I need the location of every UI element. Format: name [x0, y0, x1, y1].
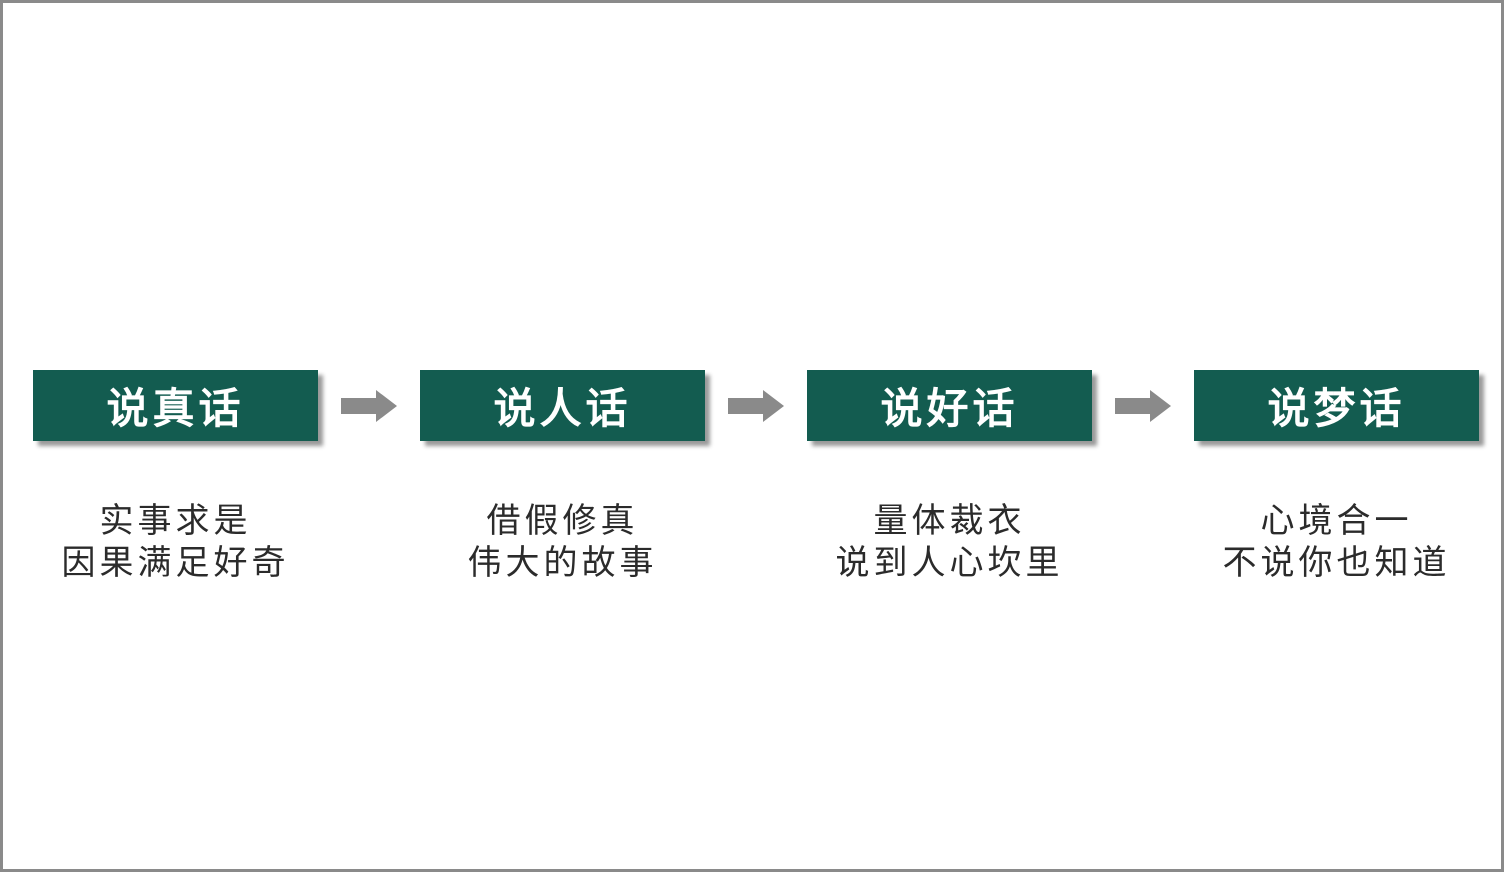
step-caption-1: 实事求是 因果满足好奇	[33, 500, 318, 584]
arrow-cell-3	[1092, 389, 1194, 422]
arrow-cell-1	[318, 389, 420, 422]
caption-spacer	[1092, 500, 1194, 584]
step-box-2-title: 说人话	[493, 384, 632, 433]
captions-row: 实事求是 因果满足好奇 借假修真 伟大的故事 量体裁衣 说到人心坎里 心境合一 …	[33, 500, 1479, 584]
step-caption-3-line1: 量体裁衣	[873, 501, 1026, 541]
step-caption-1-line2: 因果满足好奇	[61, 543, 290, 583]
step-box-3-title: 说好话	[880, 384, 1019, 433]
step-box-3: 说好话	[807, 370, 1092, 441]
step-caption-2-line2: 伟大的故事	[467, 543, 658, 583]
step-caption-4-line2: 不说你也知道	[1222, 543, 1451, 583]
arrow-right-icon	[728, 389, 784, 422]
step-caption-3: 量体裁衣 说到人心坎里	[807, 500, 1092, 584]
caption-spacer	[318, 500, 420, 584]
arrow-cell-2	[705, 389, 807, 422]
step-caption-2-line1: 借假修真	[486, 501, 639, 541]
step-box-1: 说真话	[33, 370, 318, 441]
arrow-right-icon	[341, 389, 397, 422]
step-box-4: 说梦话	[1194, 370, 1479, 441]
step-caption-4: 心境合一 不说你也知道	[1194, 500, 1479, 584]
step-caption-4-line1: 心境合一	[1260, 501, 1413, 541]
arrow-right-icon	[1115, 389, 1171, 422]
step-box-4-title: 说梦话	[1267, 384, 1406, 433]
step-caption-2: 借假修真 伟大的故事	[420, 500, 705, 584]
process-flow-row: 说真话 说人话 说好话 说梦话	[33, 370, 1479, 441]
caption-spacer	[705, 500, 807, 584]
step-caption-3-line2: 说到人心坎里	[835, 543, 1064, 583]
step-box-2: 说人话	[420, 370, 705, 441]
step-caption-1-line1: 实事求是	[99, 501, 252, 541]
step-box-1-title: 说真话	[106, 384, 245, 433]
